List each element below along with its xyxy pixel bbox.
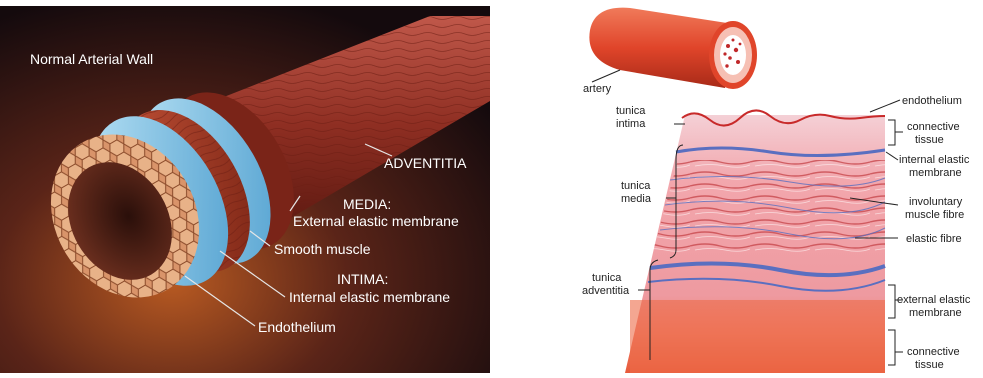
external-elastic-right-label-2: membrane [909, 307, 962, 319]
internal-elastic-label: Internal elastic membrane [289, 289, 450, 305]
media-heading: MEDIA: [343, 196, 391, 212]
adventitia-connective-tissue [630, 300, 885, 373]
artery-layers-svg: artery tunica intima tunica media [570, 0, 983, 373]
artery-layers-illustration: artery tunica intima tunica media [570, 0, 983, 373]
tunica-adventitia-label-1: tunica [592, 272, 622, 284]
adventitia-label: ADVENTITIA [384, 155, 467, 171]
endothelium-label: Endothelium [258, 319, 336, 335]
connective-bottom-label-1: connective [907, 346, 960, 358]
involuntary-muscle-label-2: muscle fibre [905, 209, 964, 221]
diagram-title: Normal Arterial Wall [30, 51, 153, 67]
tunica-media-label-1: tunica [621, 180, 651, 192]
arterial-wall-illustration: Normal Arterial Wall ADVENTITIA MEDIA: E… [0, 6, 490, 373]
connective-tissue-label-1: connective [907, 121, 960, 133]
tunica-adventitia-label-2: adventitia [582, 285, 630, 297]
external-elastic-label: External elastic membrane [293, 213, 459, 229]
connective-bottom-label-2: tissue [915, 359, 944, 371]
involuntary-muscle-label-1: involuntary [909, 196, 963, 208]
endothelium-right-label: endothelium [902, 95, 962, 107]
smooth-muscle-label: Smooth muscle [274, 241, 371, 257]
external-elastic-right-label-1: external elastic [897, 294, 971, 306]
intima-heading: INTIMA: [337, 271, 388, 287]
tunica-intima-label-1: tunica [616, 105, 646, 117]
connective-tissue-label-2: tissue [915, 134, 944, 146]
artery-label: artery [583, 83, 612, 95]
tunica-media-label-2: media [621, 193, 652, 205]
artery-tube [589, 8, 757, 89]
internal-elastic-right-label-2: membrane [909, 167, 962, 179]
internal-elastic-right-label-1: internal elastic [899, 154, 970, 166]
involuntary-muscle-fibres [652, 160, 885, 255]
elastic-fibre-label: elastic fibre [906, 233, 962, 245]
tunica-intima-label-2: intima [616, 118, 646, 130]
arterial-wall-svg: Normal Arterial Wall ADVENTITIA MEDIA: E… [0, 6, 490, 373]
